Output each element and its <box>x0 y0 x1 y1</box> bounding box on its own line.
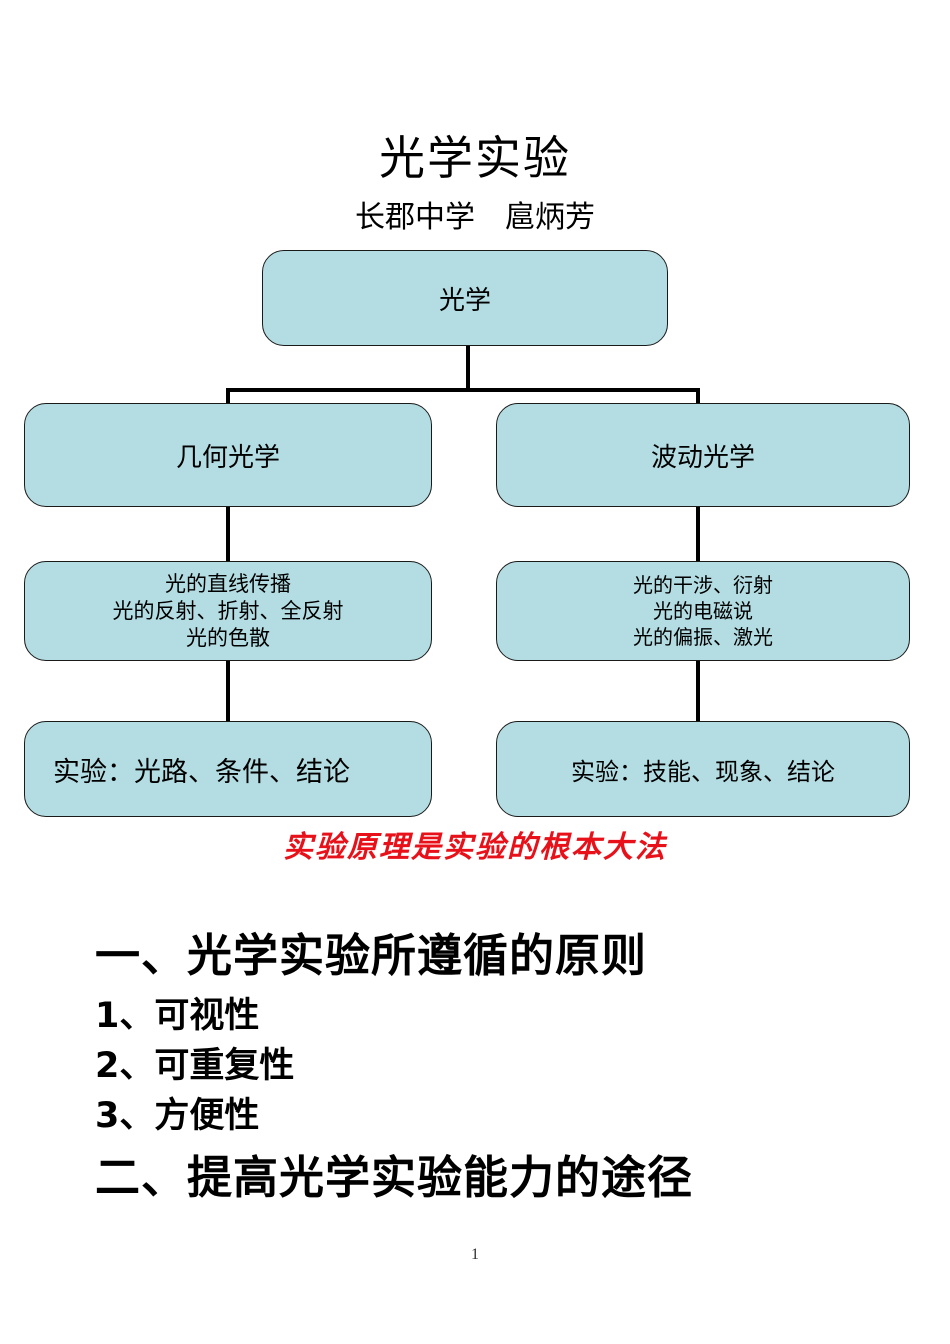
connector-wave-topics <box>696 505 700 563</box>
page-title: 光学实验 <box>379 131 571 185</box>
list-item: 1、可视性 <box>95 996 260 1036</box>
section-two-heading: 二、提高光学实验能力的途径 <box>95 1151 694 1204</box>
connector-root-trunk <box>466 344 470 392</box>
topic-line: 光的电磁说 <box>653 599 753 623</box>
connector-drop-wave <box>696 388 700 407</box>
flow-node-optics-label: 光学 <box>438 285 491 316</box>
connector-geometric-topics <box>226 505 230 563</box>
flow-node-geometric-optics: 几何光学 <box>24 403 432 507</box>
outline-section: 一、光学实验所遵循的原则 1、可视性 2、可重复性 3、方便性 二、提高光学实验… <box>95 925 895 1209</box>
topic-line: 光的色散 <box>186 625 270 650</box>
flow-node-wave-topics: 光的干涉、衍射 光的电磁说 光的偏振、激光 <box>496 561 910 661</box>
page-subtitle: 长郡中学 扈炳芳 <box>355 200 595 235</box>
connector-geometric-experiment <box>226 659 230 723</box>
topic-line: 光的反射、折射、全反射 <box>112 598 344 623</box>
section-one-list: 1、可视性 2、可重复性 3、方便性 <box>95 991 895 1141</box>
page-number: 1 <box>471 1246 479 1263</box>
motto-text: 实验原理是实验的根本大法 <box>283 830 667 865</box>
flow-node-geometric-experiment: 实验：光路、条件、结论 <box>24 721 432 817</box>
connector-drop-geometric <box>226 388 230 407</box>
flow-node-geometric-experiment-label: 实验：光路、条件、结论 <box>53 756 350 788</box>
optics-flowchart: 光学 几何光学 光的直线传播 光的反射、折射、全反射 光的色散 实验：光路、条件… <box>24 250 910 817</box>
flow-node-geometric-optics-label: 几何光学 <box>175 442 280 473</box>
topic-line: 光的直线传播 <box>165 571 291 596</box>
flow-node-wave-optics-label: 波动光学 <box>650 442 755 473</box>
flow-node-wave-optics: 波动光学 <box>496 403 910 507</box>
flow-node-optics: 光学 <box>262 250 668 346</box>
flow-node-geometric-topics: 光的直线传播 光的反射、折射、全反射 光的色散 <box>24 561 432 661</box>
flow-node-wave-experiment: 实验：技能、现象、结论 <box>496 721 910 817</box>
topic-line: 光的干涉、衍射 <box>633 573 773 597</box>
section-one-heading: 一、光学实验所遵循的原则 <box>95 929 648 982</box>
connector-wave-experiment <box>696 659 700 723</box>
connector-horizontal-bar <box>228 388 700 392</box>
list-item: 3、方便性 <box>95 1096 260 1136</box>
flow-node-wave-experiment-label: 实验：技能、现象、结论 <box>571 757 835 786</box>
topic-line: 光的偏振、激光 <box>633 625 773 649</box>
list-item: 2、可重复性 <box>95 1046 295 1086</box>
